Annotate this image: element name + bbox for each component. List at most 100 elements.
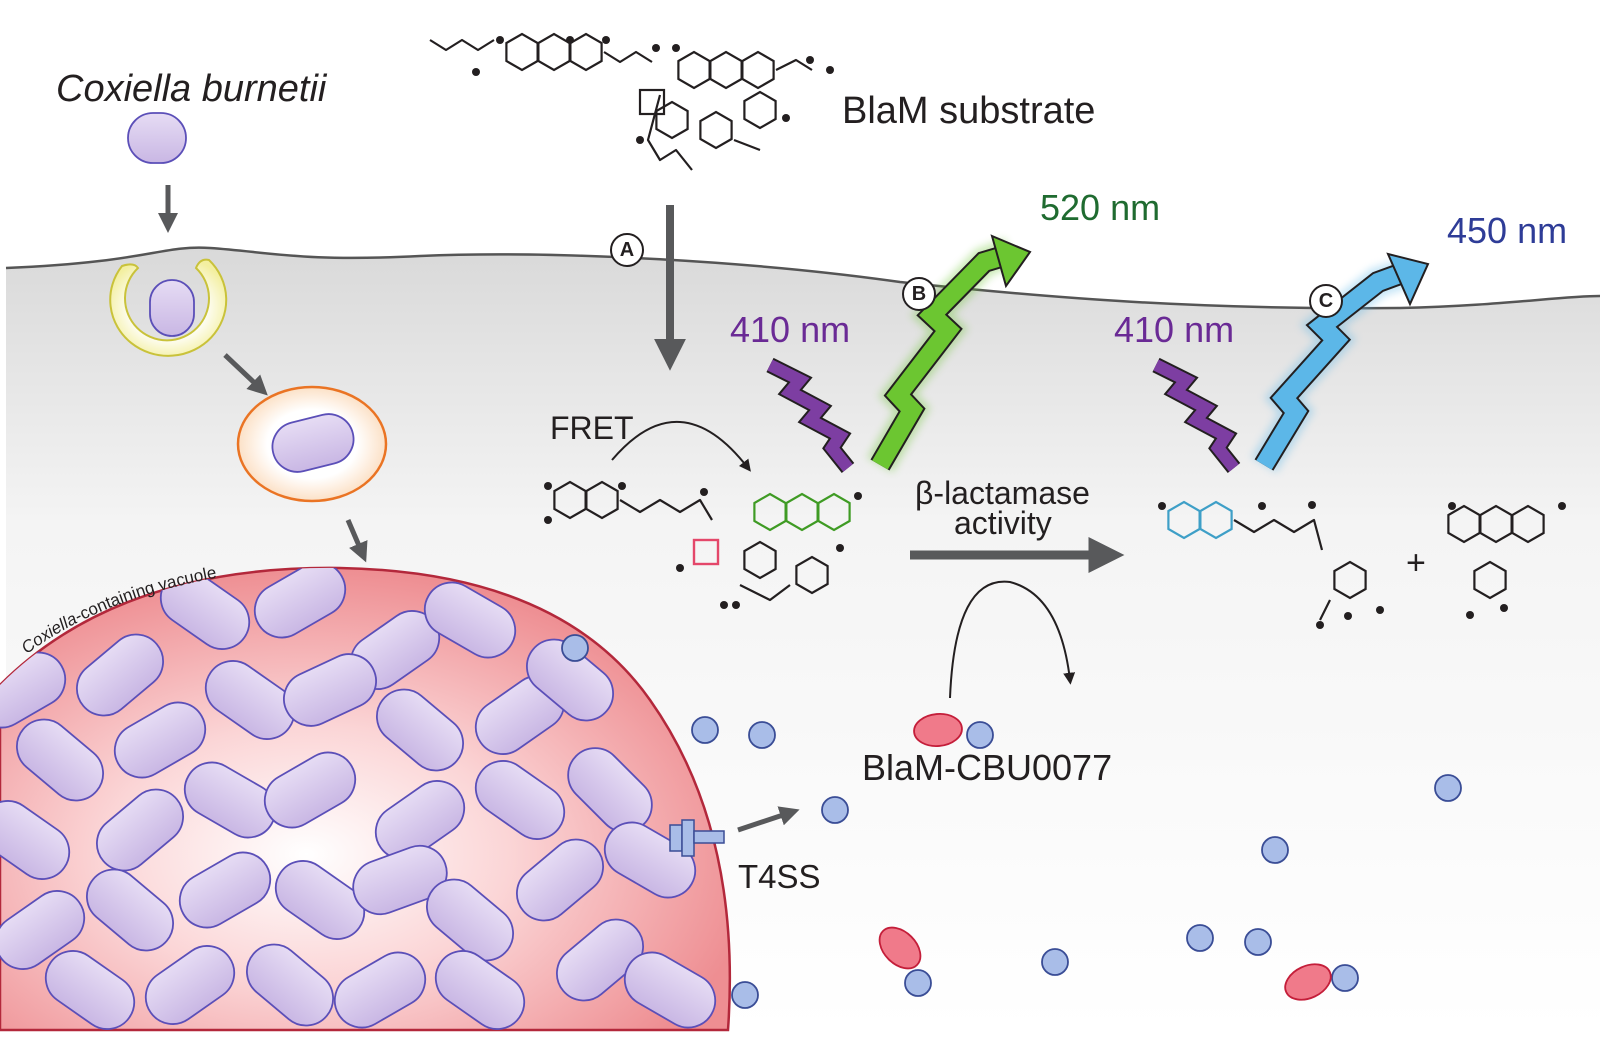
t4ss-label: T4SS <box>738 858 821 895</box>
substrate-ring <box>569 32 603 72</box>
substrate-ring <box>741 50 775 90</box>
ccv-bacterium <box>516 838 604 922</box>
ccv-bacterium <box>274 860 366 940</box>
ccv-bacterium <box>374 780 466 860</box>
substrate-ring <box>677 50 711 90</box>
activity-label-line1: β-lactamase <box>915 475 1090 511</box>
substrate-label: BlaM substrate <box>842 90 1096 132</box>
effector-particle <box>1434 774 1462 802</box>
step-b-marker: B <box>902 277 936 311</box>
effector-particle <box>561 634 589 662</box>
ccv-bacterium <box>86 868 174 952</box>
effector-particle <box>1261 836 1289 864</box>
ccv-bacterium <box>474 760 566 840</box>
excitation-label-2: 410 nm <box>1114 309 1235 350</box>
ccv-bacterium <box>526 638 614 722</box>
ccv-bacterium <box>204 660 296 740</box>
coxiella-containing-vacuole: Coxiella-containing vacuole <box>0 563 732 1032</box>
ccv-bacterium <box>183 761 277 839</box>
ccv-bacterium <box>0 800 71 880</box>
molecular-structures <box>429 32 1566 629</box>
cleaved-product-atom <box>1500 604 1508 612</box>
substrate-atom <box>672 44 680 52</box>
fret-acceptor-ring <box>817 492 851 532</box>
substrate-chain <box>733 138 761 152</box>
ccv-bacterium <box>113 701 207 779</box>
fret-donor-ring <box>585 480 619 520</box>
cleaved-product-atom <box>1158 502 1166 510</box>
substrate-atom <box>602 36 610 44</box>
substrate-atom <box>636 136 644 144</box>
plasma-membrane <box>5 246 1600 310</box>
fret-substrate-atom <box>854 492 862 500</box>
species-label: Coxiella burnetii <box>56 68 327 110</box>
emission-450-label: 450 nm <box>1447 210 1568 251</box>
ccv-bacterium <box>623 951 717 1029</box>
ccv-bacterium <box>0 890 86 970</box>
ccv-bacterium <box>556 918 644 1002</box>
substrate-atom <box>472 68 480 76</box>
substrate-ring <box>743 90 777 130</box>
fret-substrate-atom <box>544 482 552 490</box>
ccv-bacterium <box>567 747 653 833</box>
ccv-bacterium <box>246 943 334 1027</box>
fret-substrate-ring <box>795 555 829 595</box>
plus-sign: + <box>1406 544 1426 582</box>
effector-particle <box>748 721 776 749</box>
effector-particle <box>966 721 994 749</box>
ccv-bacterium <box>96 788 184 872</box>
substrate-atom <box>806 56 814 64</box>
ccv-bacterium <box>263 751 357 829</box>
effector-particle <box>1244 928 1272 956</box>
substrate-atom <box>496 36 504 44</box>
ccv-bacterium <box>426 878 514 962</box>
substrate-ring <box>505 32 539 72</box>
substrate-ring <box>699 110 733 150</box>
blam-fusion-protein <box>1284 963 1332 1001</box>
substrate-lactam-ring <box>638 88 666 116</box>
fret-substrate-ring <box>743 540 777 580</box>
ccv-bacterium <box>434 950 526 1030</box>
fret-substrate-atom <box>732 601 740 609</box>
ccv-bacterium <box>253 567 347 639</box>
effector-particle <box>1186 924 1214 952</box>
ccv-bacterium <box>16 718 104 802</box>
cleaved-product-atom <box>1316 621 1324 629</box>
ccv-bacterium <box>352 844 448 916</box>
substrate-chain <box>775 58 813 71</box>
cleaved-product-ring <box>1511 504 1545 544</box>
ccv-bacterium <box>144 945 236 1025</box>
cleaved-donor-ring <box>1199 500 1233 540</box>
activity-label-line2: activity <box>954 505 1052 541</box>
substrate-chain <box>603 50 653 64</box>
fret-substrate-atom <box>676 564 684 572</box>
fret-substrate-atom <box>836 544 844 552</box>
excitation-label-1: 410 nm <box>730 309 851 350</box>
effector-particle <box>904 969 932 997</box>
fret-substrate-atom <box>700 488 708 496</box>
fret-lactam-ring <box>692 538 720 566</box>
cleaved-product-ring <box>1333 560 1367 600</box>
effector-particle <box>1331 964 1359 992</box>
fret-substrate-atom <box>618 482 626 490</box>
replicating-bacteria <box>0 567 717 1030</box>
cleaved-product-ring <box>1473 560 1507 600</box>
ccv-bacterium <box>283 653 377 727</box>
cleaved-product-atom <box>1308 501 1316 509</box>
cleaved-product-atom <box>1344 612 1352 620</box>
effector-particle <box>731 981 759 1009</box>
early-vacuole <box>109 258 228 357</box>
fret-substrate-chain <box>739 584 791 602</box>
cleaved-product-atom <box>1558 502 1566 510</box>
substrate-atom <box>782 114 790 122</box>
ccv-bacterium <box>376 688 464 772</box>
ccv-bacterium <box>44 950 136 1030</box>
substrate-entry <box>611 205 1125 699</box>
cleaved-product-chain <box>1233 518 1324 551</box>
fret-substrate-chain <box>619 498 713 521</box>
substrate-ring <box>537 32 571 72</box>
step-c-marker: C <box>1309 284 1343 318</box>
fret-substrate-atom <box>720 601 728 609</box>
